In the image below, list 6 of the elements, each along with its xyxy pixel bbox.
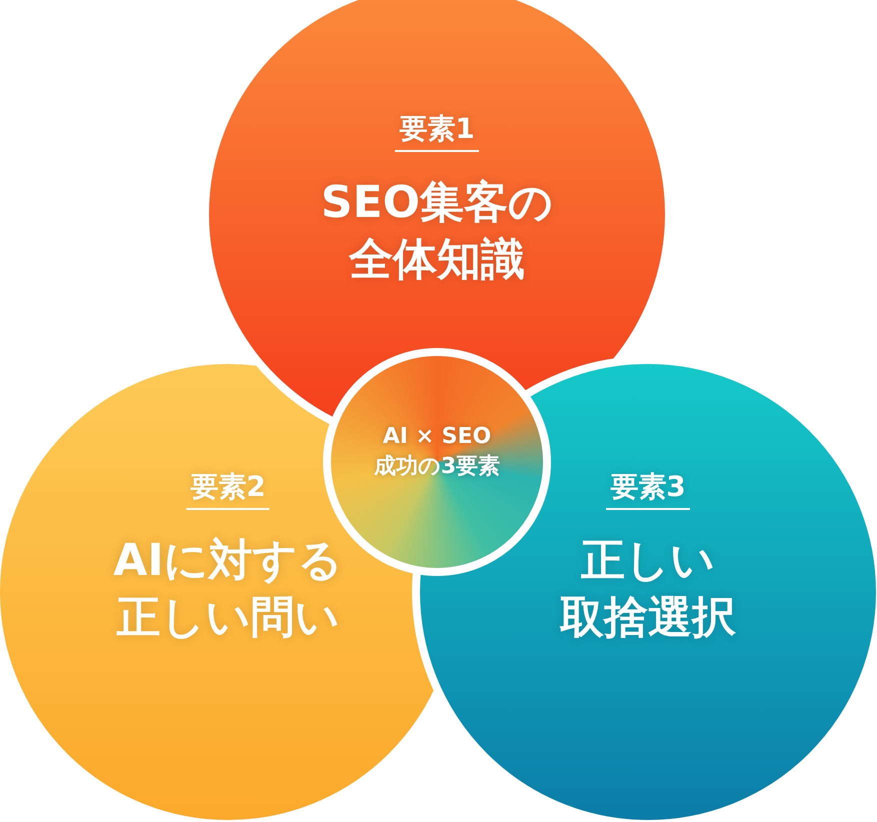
element-label: 要素2 [186,468,270,510]
element-title: SEO集客の全体知識 [320,176,554,288]
element-label: 要素3 [606,468,690,510]
element-title: 正しい取捨選択 [560,534,736,646]
element-title: AIに対する正しい問い [113,534,343,646]
element-label: 要素1 [395,110,479,152]
